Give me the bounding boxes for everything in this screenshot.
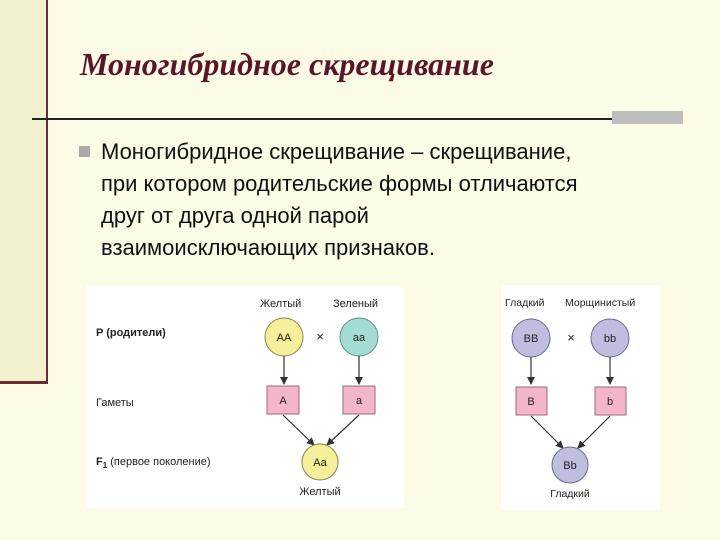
gamete-box-recessive bbox=[594, 386, 627, 416]
parent-genotype-smooth: BB bbox=[524, 333, 539, 345]
slide-title: Моногибридное скрещивание bbox=[80, 46, 494, 82]
gamete-box-dominant bbox=[266, 385, 300, 415]
row-label-parents: P (родители) bbox=[96, 327, 166, 339]
offspring-phenotype: Гладкий bbox=[550, 488, 590, 500]
gamete-dominant: B bbox=[527, 396, 534, 408]
parent-label-wrinkled: Морщинистый bbox=[565, 297, 635, 309]
offspring-genotype: Aa bbox=[313, 457, 327, 469]
bullet-text: Моногибридное скрещивание – скрещивание,… bbox=[101, 136, 716, 264]
offspring-circle bbox=[551, 446, 589, 484]
arrow-gamete-to-offspring bbox=[577, 415, 611, 449]
color-cross-svg: Желтый Зеленый P (родители) AA × aa Гаме… bbox=[96, 298, 379, 498]
gamete-box-dominant bbox=[515, 386, 548, 416]
gamete-recessive: a bbox=[356, 395, 363, 407]
left-accent-foot bbox=[0, 381, 48, 384]
shape-cross-diagram: Гладкий Морщинистый BB × bb B b Bb Гладк… bbox=[501, 285, 660, 510]
row-label-gametes: Гаметы bbox=[96, 397, 134, 409]
cross-symbol: × bbox=[567, 330, 575, 345]
offspring-phenotype: Желтый bbox=[299, 486, 340, 498]
arrow-gamete-to-offspring bbox=[326, 414, 360, 446]
parent-label-green: Зеленый bbox=[333, 298, 378, 310]
offspring-genotype: Bb bbox=[563, 460, 576, 472]
bullet-line: взаимоисключающих признаков. bbox=[101, 235, 435, 260]
bullet-square-icon bbox=[79, 146, 90, 157]
parent-genotype-yellow: AA bbox=[277, 332, 292, 344]
title-divider-accent bbox=[612, 111, 683, 124]
offspring-circle bbox=[301, 443, 339, 481]
left-accent-line bbox=[46, 0, 48, 383]
shape-cross-svg: Гладкий Морщинистый BB × bb B b Bb Гладк… bbox=[505, 297, 635, 500]
bullet-line: Моногибридное скрещивание – скрещивание, bbox=[101, 139, 572, 164]
parent-genotype-wrinkled: bb bbox=[604, 333, 616, 345]
parent-genotype-green: aa bbox=[353, 332, 366, 344]
bullet-line: при котором родительские формы отличаютс… bbox=[101, 171, 578, 196]
bullet-line: друг от друга одной парой bbox=[101, 203, 369, 228]
color-cross-diagram: Желтый Зеленый P (родители) AA × aa Гаме… bbox=[86, 286, 404, 508]
gamete-box-recessive bbox=[342, 385, 376, 415]
left-accent-band bbox=[0, 0, 47, 383]
arrow-gamete-to-offspring bbox=[282, 414, 315, 446]
title-divider bbox=[32, 118, 683, 120]
gamete-recessive: b bbox=[607, 396, 613, 408]
gamete-dominant: A bbox=[279, 395, 287, 407]
parent-label-yellow: Желтый bbox=[260, 298, 301, 310]
row-label-f1: F1 (первое поколение) bbox=[96, 456, 211, 470]
cross-symbol: × bbox=[316, 329, 324, 344]
arrow-gamete-to-offspring bbox=[530, 415, 564, 449]
parent-label-smooth: Гладкий bbox=[505, 297, 545, 309]
